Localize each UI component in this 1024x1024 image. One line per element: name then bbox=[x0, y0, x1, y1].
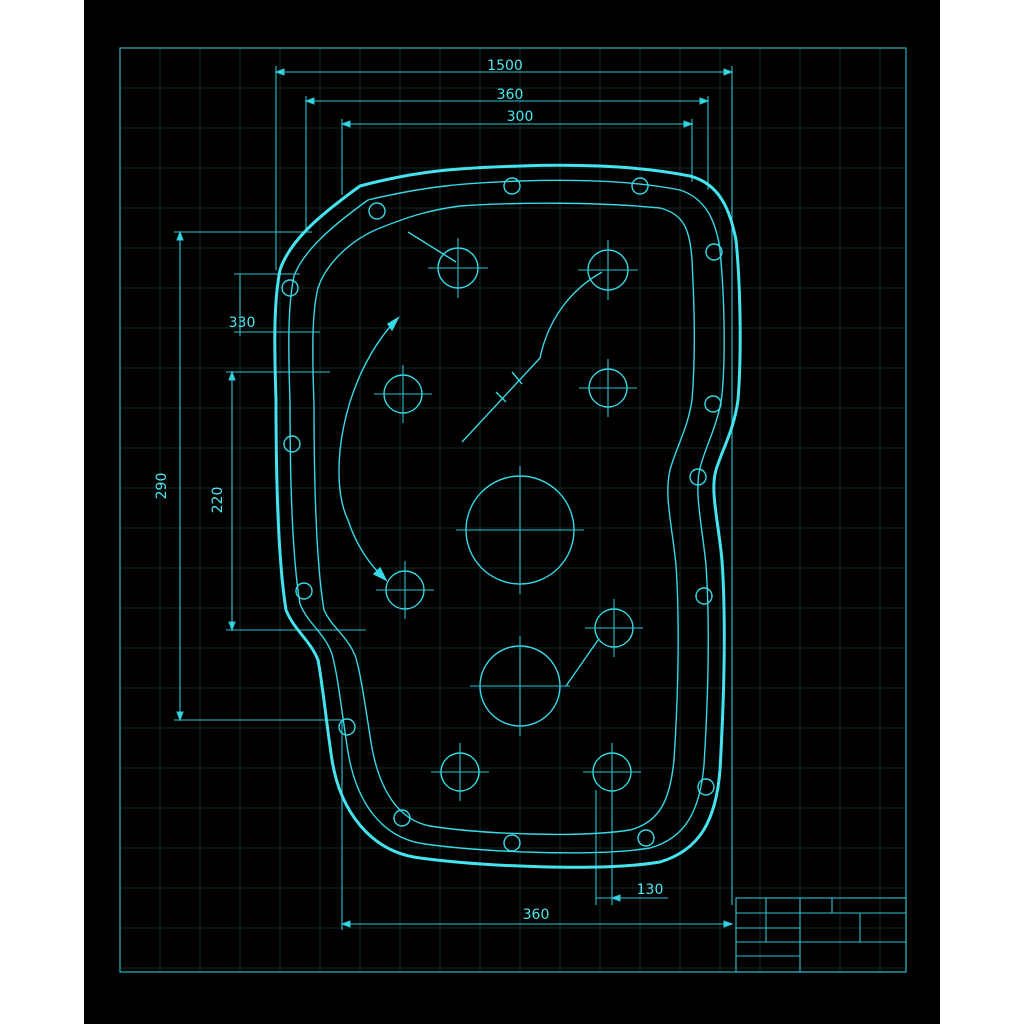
crosshair-hole bbox=[579, 359, 637, 417]
bolt-hole bbox=[704, 395, 722, 413]
bolt-hole bbox=[503, 177, 521, 195]
bolt-hole bbox=[503, 834, 521, 852]
mounting-features bbox=[374, 238, 643, 801]
crosshair-hole bbox=[585, 599, 643, 657]
crosshair-hole bbox=[578, 240, 638, 300]
bolt-hole bbox=[631, 177, 649, 195]
title-block bbox=[735, 897, 907, 973]
crosshair-hole bbox=[428, 238, 488, 298]
bolt-hole bbox=[689, 468, 707, 486]
dimension-lines bbox=[174, 66, 734, 930]
paper bbox=[84, 0, 940, 1024]
bolt-hole bbox=[283, 435, 301, 453]
bolt-holes bbox=[281, 177, 723, 852]
crosshair-hole bbox=[583, 743, 641, 801]
crosshair-hole bbox=[376, 561, 434, 619]
frame-border bbox=[119, 47, 907, 973]
bolt-hole bbox=[393, 809, 411, 827]
bolt-hole bbox=[281, 279, 299, 297]
crosshair-hole bbox=[431, 743, 489, 801]
pan-outline bbox=[273, 163, 742, 869]
dim-left-overall: 290 bbox=[154, 473, 170, 500]
bolt-hole bbox=[338, 718, 356, 736]
bolt-hole bbox=[705, 243, 723, 261]
dim-left-upper: 330 bbox=[229, 315, 256, 331]
bolt-hole bbox=[368, 202, 386, 220]
crosshair-hole bbox=[470, 636, 570, 736]
dim-inner-width: 300 bbox=[507, 109, 534, 125]
bolt-hole bbox=[695, 587, 713, 605]
crosshair-hole bbox=[456, 466, 584, 594]
bolt-hole bbox=[295, 582, 313, 600]
crosshair-hole bbox=[374, 365, 432, 423]
arc-annotations bbox=[338, 231, 603, 687]
dim-bottom-offset: 130 bbox=[637, 882, 664, 898]
dimension-labels: 1500 360 300 330 290 220 360 130 bbox=[154, 58, 663, 923]
dim-overall-width: 1500 bbox=[487, 58, 523, 74]
background-grid bbox=[119, 47, 906, 972]
bolt-hole bbox=[637, 829, 655, 847]
dim-bottom-width: 360 bbox=[523, 907, 550, 923]
dim-outer-width: 360 bbox=[497, 87, 524, 103]
bolt-hole bbox=[697, 778, 715, 796]
dim-left-inner: 220 bbox=[210, 487, 226, 514]
